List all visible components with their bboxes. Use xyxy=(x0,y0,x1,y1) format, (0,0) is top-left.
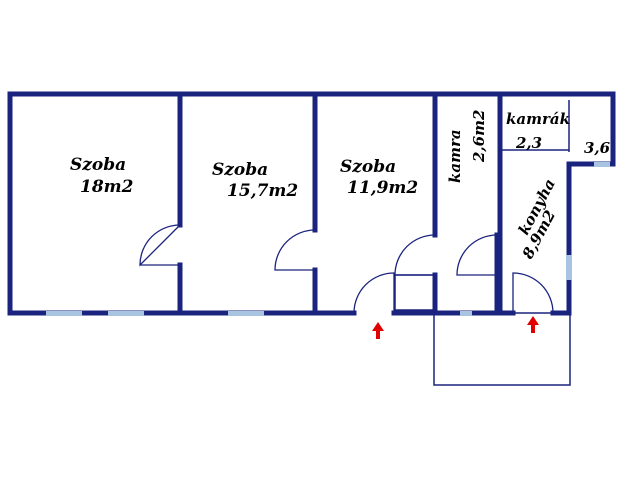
room-area-kamrak-a: 2,3 xyxy=(515,134,542,152)
room-name-szoba-1: Szoba xyxy=(70,155,126,175)
entrance-arrow-icon xyxy=(372,322,384,339)
entrance-arrow-icon xyxy=(527,316,539,333)
room-area-szoba-1: 18m2 xyxy=(80,177,134,197)
interior-walls xyxy=(177,91,500,316)
room-area-kamrak-b: 3,6 xyxy=(584,139,611,157)
room-area-szoba-2: 15,7m2 xyxy=(227,181,298,201)
room-name-kamra: kamra xyxy=(446,129,464,183)
outer-walls xyxy=(7,91,616,316)
windows xyxy=(46,162,610,316)
room-area-szoba-3: 11,9m2 xyxy=(347,178,418,198)
room-name-szoba-3: Szoba xyxy=(340,157,396,177)
room-area-kamra: 2,6m2 xyxy=(470,110,488,163)
porch-outline xyxy=(433,312,571,386)
entrance-arrows xyxy=(372,316,539,339)
room-labels: Szoba 18m2 Szoba 15,7m2 Szoba 11,9m2 kam… xyxy=(70,110,611,262)
room-name-szoba-2: Szoba xyxy=(212,160,268,180)
doors xyxy=(139,224,554,314)
room-name-kamrak: kamrák xyxy=(506,110,570,128)
